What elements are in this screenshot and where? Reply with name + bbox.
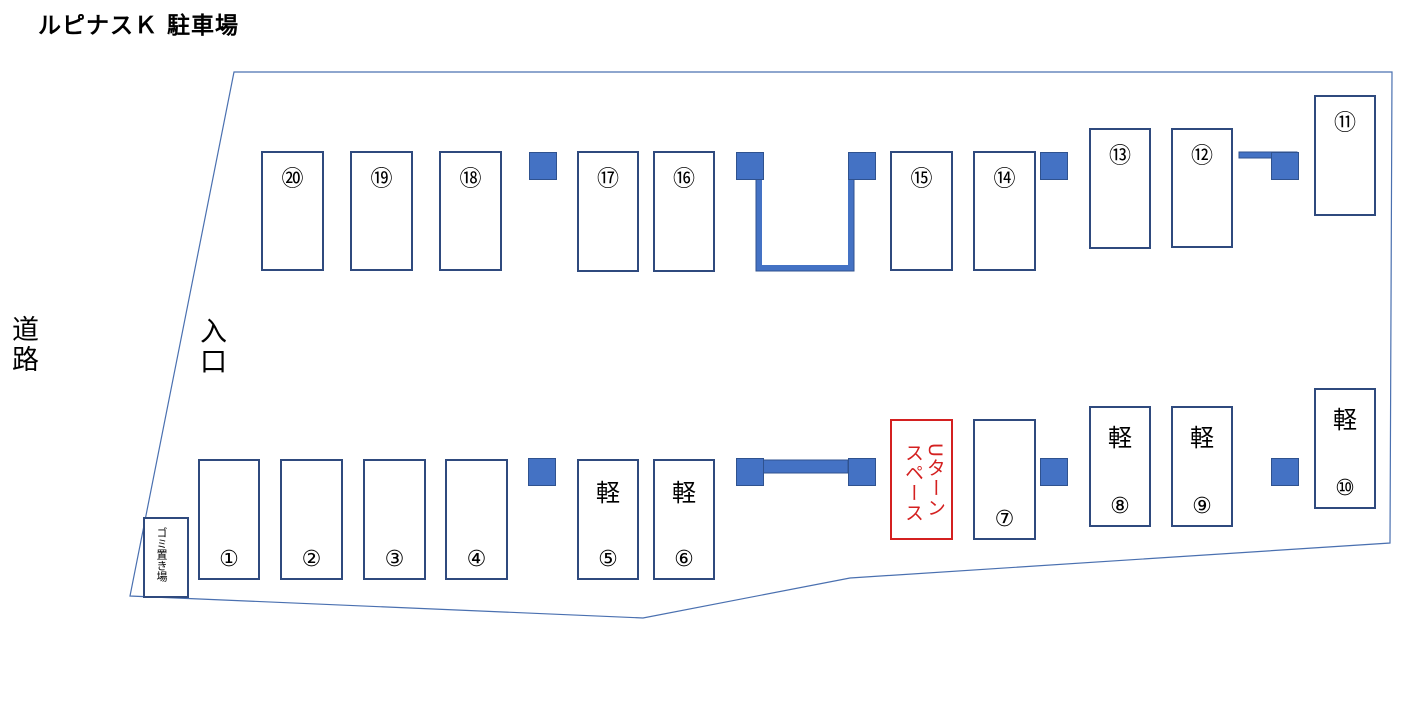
kei-car-label: 軽 [1333, 406, 1357, 434]
parking-slot-20: ⑳ [261, 151, 324, 271]
slot-number: ⑦ [994, 507, 1015, 532]
slot-number: ② [301, 547, 322, 572]
uturn-space: Uターン スペース [890, 419, 953, 540]
parking-slot-8: 軽 ⑧ [1089, 406, 1151, 527]
parking-slot-16: ⑯ [653, 151, 715, 272]
uturn-label-line-2: スペース [902, 443, 924, 523]
post [1040, 458, 1068, 486]
page-title: ルピナスＫ 駐車場 [38, 13, 240, 39]
slot-number: ③ [384, 547, 405, 572]
parking-slot-9: 軽 ⑨ [1171, 406, 1233, 527]
parking-slot-10: 軽 ⑩ [1314, 388, 1376, 509]
slot-number: ① [219, 547, 239, 572]
trash-area: ゴミ置き場 [143, 517, 189, 598]
post [736, 152, 764, 180]
slot-number: ⑧ [1110, 494, 1130, 519]
slot-number: ④ [466, 547, 487, 572]
post [528, 458, 556, 486]
slot-number: ⑮ [910, 167, 933, 192]
parking-slot-14: ⑭ [973, 151, 1036, 271]
road-label: 道 路 [12, 315, 39, 377]
kei-car-label: 軽 [1108, 424, 1132, 452]
post [1040, 152, 1068, 180]
slot-number: ⑲ [370, 167, 393, 192]
slot-number: ⑭ [993, 167, 1016, 192]
slot-number: ⑱ [459, 167, 482, 192]
trash-area-label: ゴミ置き場 [155, 527, 168, 582]
parking-slot-6: 軽 ⑥ [653, 459, 715, 580]
post [848, 152, 876, 180]
entrance-label-char-1: 入 [200, 317, 227, 348]
parking-slot-19: ⑲ [350, 151, 413, 271]
post [1271, 458, 1299, 486]
parking-slot-4: ④ [445, 459, 508, 580]
parking-slot-17: ⑰ [577, 151, 639, 272]
post [736, 458, 764, 486]
u-shaped-barrier-edge [755, 155, 855, 272]
post [529, 152, 557, 180]
parking-slot-12: ⑫ [1171, 128, 1233, 248]
slot-number: ⑩ [1335, 476, 1355, 501]
parking-slot-18: ⑱ [439, 151, 502, 271]
parking-slot-7: ⑦ [973, 419, 1036, 540]
u-shaped-barrier [756, 155, 854, 271]
slot-number: ⑰ [596, 167, 619, 192]
entrance-label: 入 口 [200, 317, 227, 379]
slot-number: ⑯ [672, 167, 695, 192]
parking-slot-3: ③ [363, 459, 426, 580]
bottom-middle-bar [761, 459, 849, 474]
slot-number: ⑫ [1190, 144, 1213, 169]
parking-slot-2: ② [280, 459, 343, 580]
uturn-label-line-1: Uターン [924, 443, 946, 518]
slot-number: ⑨ [1192, 494, 1212, 519]
kei-car-label: 軽 [1190, 424, 1214, 452]
post [1271, 152, 1299, 180]
kei-car-label: 軽 [596, 479, 620, 507]
lot-boundary [129, 71, 1393, 619]
road-label-char-1: 道 [12, 315, 39, 346]
parking-slot-5: 軽 ⑤ [577, 459, 639, 580]
kei-car-label: 軽 [672, 479, 696, 507]
slot-number: ⑤ [598, 547, 618, 572]
parking-slot-15: ⑮ [890, 151, 953, 271]
slot-number: ⑬ [1108, 144, 1131, 169]
entrance-label-char-2: 口 [200, 347, 227, 379]
slot-number: ⑪ [1333, 111, 1356, 136]
parking-slot-1: ① [198, 459, 260, 580]
slot-number: ⑥ [674, 547, 694, 572]
road-label-char-2: 路 [12, 345, 39, 377]
parking-slot-11: ⑪ [1314, 95, 1376, 216]
slot-number: ⑳ [281, 167, 304, 192]
parking-slot-13: ⑬ [1089, 128, 1151, 249]
post [848, 458, 876, 486]
